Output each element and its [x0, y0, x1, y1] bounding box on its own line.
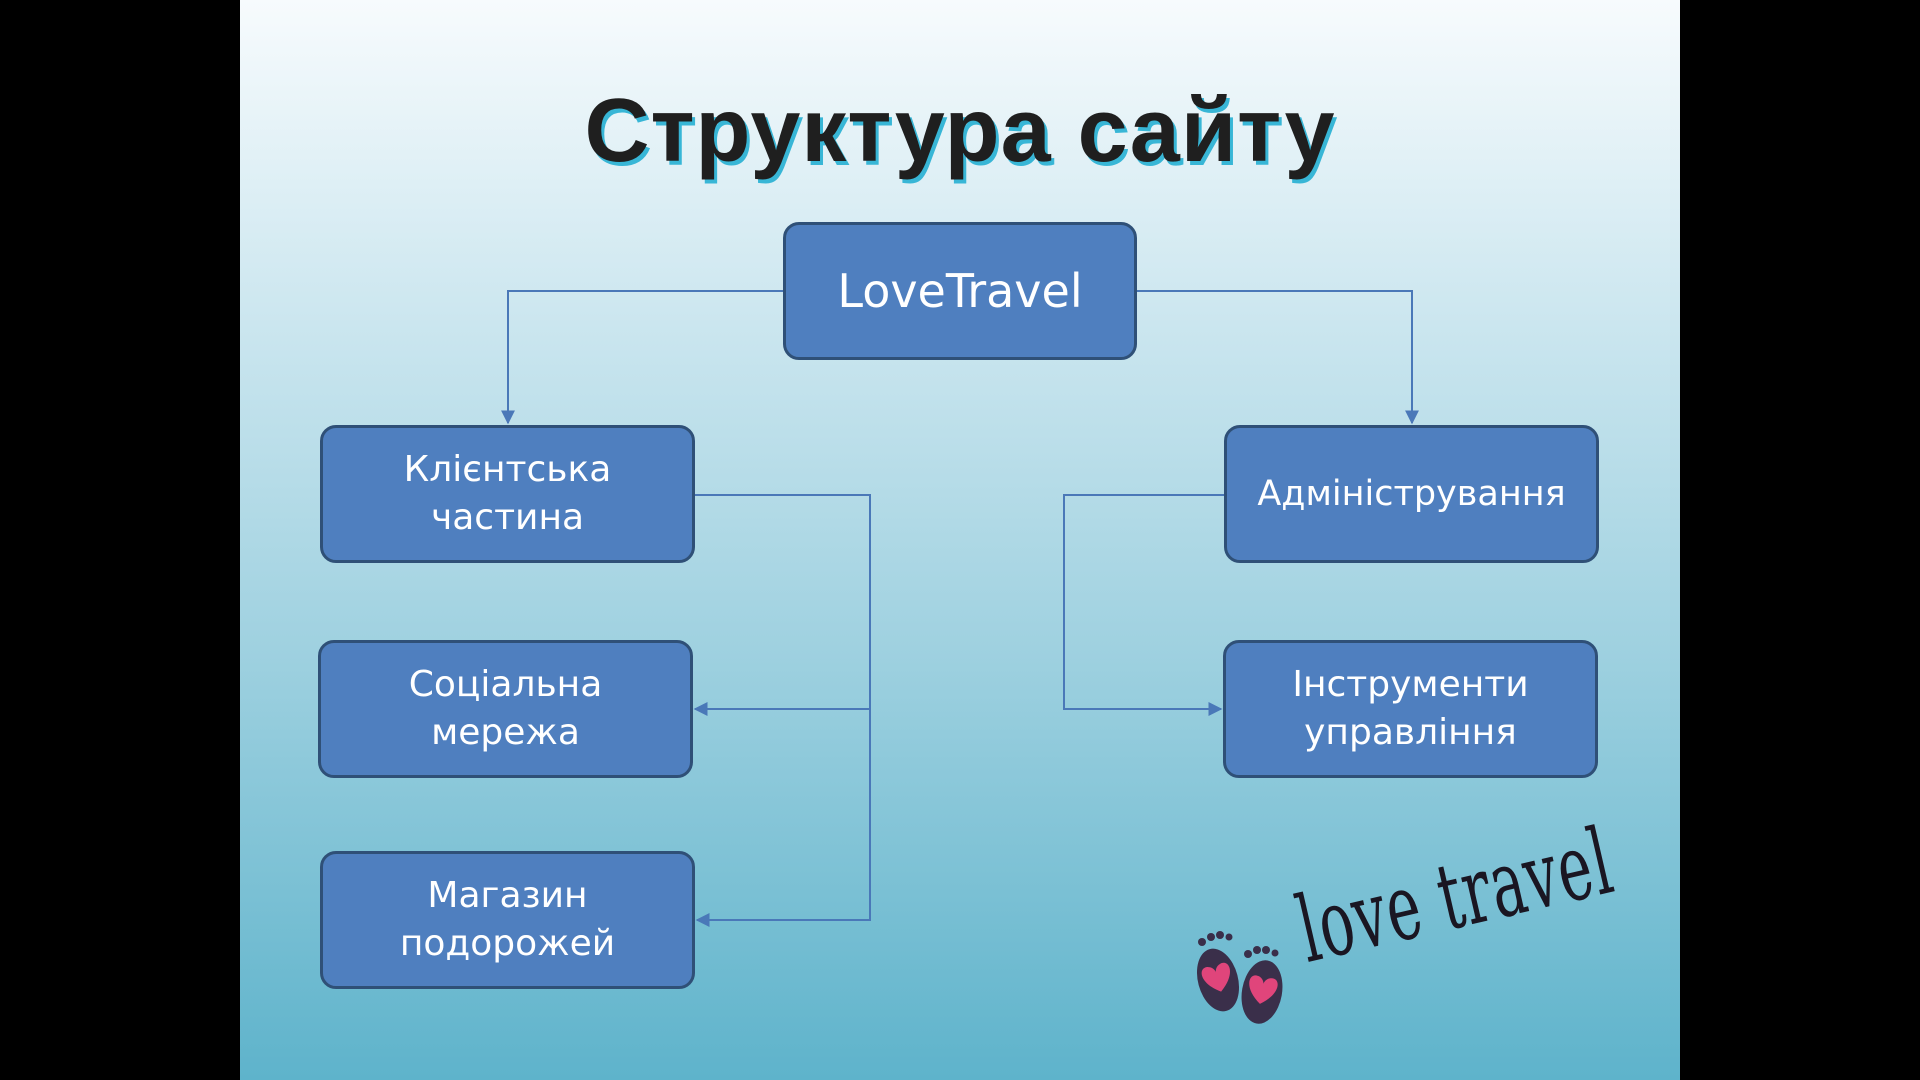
- node-social-network: Соціальна мережа: [318, 640, 693, 778]
- node-travel-shop: Магазин подорожей: [320, 851, 695, 989]
- connector-root-to-client: [501, 290, 783, 425]
- connector-root-to-admin: [1137, 290, 1419, 425]
- connector-client-to-social: [693, 494, 871, 716]
- connectors: [501, 290, 1419, 927]
- baby-feet-hearts-icon: [1196, 931, 1283, 1024]
- node-client-part: Клієнтська частина: [320, 425, 695, 563]
- node-management-tools: Інструменти управління: [1223, 640, 1598, 778]
- node-administration: Адміністрування: [1224, 425, 1599, 563]
- connector-admin-to-tools: [1063, 494, 1224, 716]
- slide: Структура сайту LoveTravel Клієнтська ча…: [240, 0, 1680, 1080]
- love-travel-logo: love travel: [1180, 808, 1623, 1040]
- connector-client-to-shop: [695, 709, 871, 927]
- node-root: LoveTravel: [783, 222, 1137, 360]
- slide-title: Структура сайту: [584, 81, 1336, 181]
